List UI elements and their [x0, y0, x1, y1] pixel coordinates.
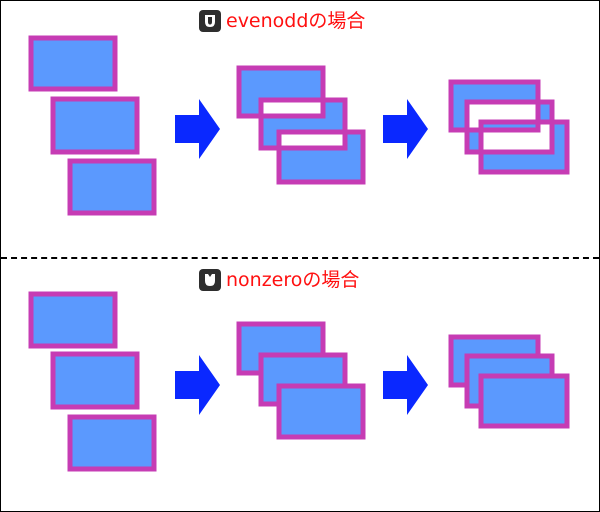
source-rect-3 — [67, 414, 157, 472]
source-rect-1 — [28, 35, 118, 92]
nonzero-fill-rule-icon — [199, 269, 221, 291]
evenodd-source-shapes — [28, 35, 157, 216]
source-rect-3 — [67, 158, 157, 216]
nonzero-title-text: nonzeroの場合 — [226, 269, 360, 291]
nonzero-combined-shape — [236, 321, 366, 440]
right-arrow-icon — [175, 355, 220, 415]
nonzero-compact-shape — [448, 334, 570, 429]
source-rect-1 — [28, 291, 118, 349]
evenodd-fill-rule-icon — [199, 10, 221, 32]
right-arrow-icon — [383, 355, 428, 415]
nonzero-section-title: nonzeroの場合 — [199, 267, 359, 293]
evenodd-title-text: evenoddの場合 — [226, 10, 366, 32]
right-arrow-icon — [383, 99, 428, 159]
right-arrow-icon — [175, 99, 220, 159]
evenodd-section-title: evenoddの場合 — [199, 8, 365, 34]
source-rect-2 — [50, 351, 140, 410]
evenodd-compact-shape — [451, 82, 567, 172]
nonzero-source-shapes — [28, 291, 157, 472]
section-divider — [1, 257, 599, 259]
source-rect-2 — [50, 96, 140, 155]
evenodd-combined-shape — [239, 68, 363, 182]
